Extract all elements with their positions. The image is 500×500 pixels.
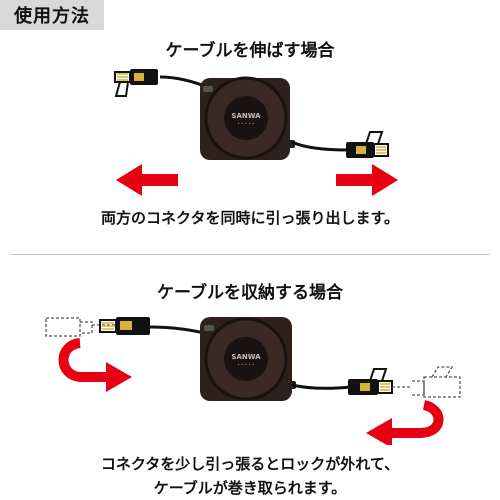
left-arrow-icon [116,164,178,196]
retract-diagram: SANWA • • • • • [45,317,461,445]
left-connector [114,69,158,97]
left-return-arrow-icon [58,338,132,392]
svg-text:• • • • •: • • • • • [238,121,255,126]
retract-caption-line2: ケーブルが巻き取られます。 [153,479,347,497]
retract-caption-line1: コネクタを少し引っ張るとロックが外れて、 [100,455,400,473]
cable-reel: SANWA • • • • • [200,76,295,160]
retract-heading: ケーブルを収納する場合 [157,283,343,303]
left-connector-ghost [45,317,116,337]
right-return-arrow-icon [366,400,444,445]
reel-brand-label: SANWA [231,112,261,120]
extend-diagram: SANWA • • • • • [114,69,398,196]
reel-brand-label: SANWA [231,353,261,361]
svg-text:• • • • •: • • • • • [238,362,255,367]
cable-reel: SANWA • • • • • [200,317,296,401]
right-connector-ghost [392,366,461,398]
extend-heading: ケーブルを伸ばす場合 [165,41,335,61]
retract-caption: コネクタを少し引っ張るとロックが外れて、 ケーブルが巻き取られます。 [0,452,500,500]
right-connector [348,368,393,395]
right-cable [291,140,349,152]
left-connector [99,317,150,335]
section-divider [10,254,490,255]
right-cable [291,383,351,390]
right-connector [346,131,389,158]
right-arrow-icon [336,164,398,196]
usage-tag: 使用方法 [0,0,104,30]
extend-caption: 両方のコネクタを同時に引っ張り出します。 [101,209,399,227]
